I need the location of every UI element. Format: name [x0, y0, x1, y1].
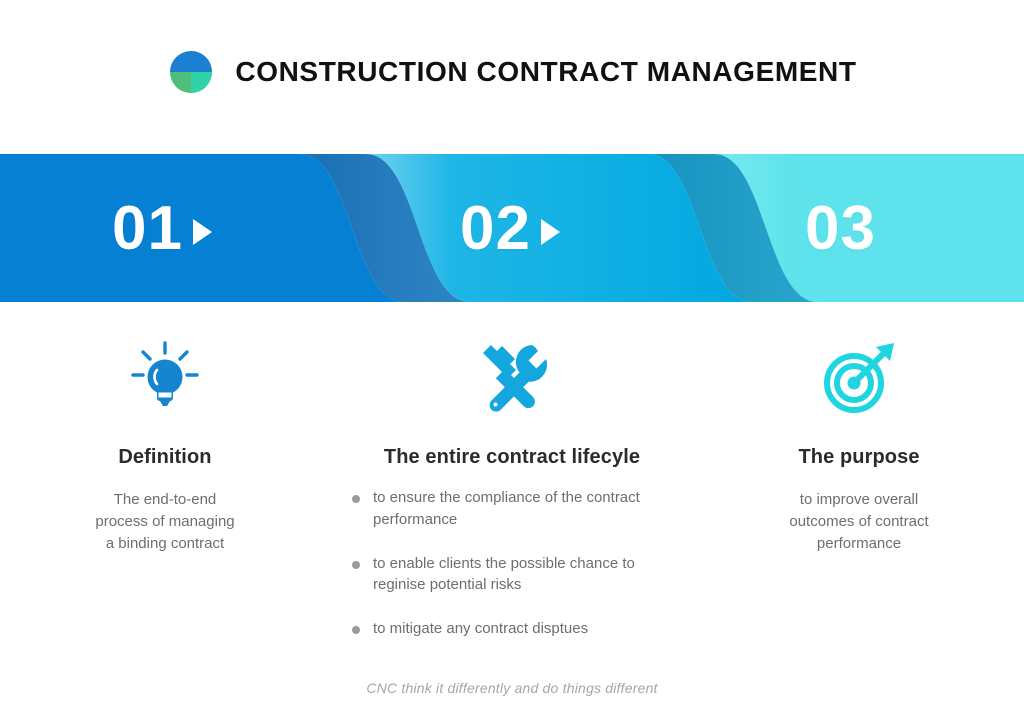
step-number-3-label: 03	[805, 193, 876, 263]
play-triangle-icon-1	[192, 219, 212, 245]
step-number-3: 03	[805, 154, 876, 302]
step-number-2: 02	[460, 154, 560, 302]
step-panel-3	[714, 154, 1024, 302]
column-lifecycle: The entire contract lifecyle to ensure t…	[330, 334, 694, 640]
page-title: CONSTRUCTION CONTRACT MANAGEMENT	[235, 56, 857, 87]
content-columns: Definition The end-to-end process of man…	[0, 334, 1024, 640]
target-arrow-icon-wrap	[818, 334, 900, 420]
target-arrow-icon	[824, 343, 894, 413]
wave-shadow-1	[300, 154, 470, 302]
column-purpose: The purpose to improve overall outcomes …	[694, 334, 1024, 554]
lightbulb-icon-wrap	[127, 334, 203, 420]
bullet-text: to enable clients the possible chance to…	[373, 554, 635, 594]
column-1-body: The end-to-end process of managing a bin…	[95, 491, 235, 552]
tri-segment-circle-logo-icon	[170, 51, 213, 93]
bullet-dot-icon	[352, 495, 360, 503]
step-number-1: 01	[112, 154, 212, 302]
list-item: to mitigate any contract disptues	[352, 618, 672, 640]
page-header: CONSTRUCTION CONTRACT MANAGEMENT	[0, 48, 1024, 96]
wave-shadow-2	[648, 154, 818, 302]
column-3-body: to improve overall outcomes of contract …	[789, 491, 929, 552]
column-3-heading: The purpose	[798, 446, 920, 468]
steps-banner: 01 02 03	[0, 154, 1024, 302]
bullet-text: to ensure the compliance of the contract…	[373, 489, 640, 528]
list-item: to enable clients the possible chance to…	[352, 553, 672, 597]
hammer-wrench-icon	[483, 345, 548, 412]
column-2-heading: The entire contract lifecyle	[383, 446, 641, 468]
hammer-wrench-icon-wrap	[471, 334, 553, 420]
list-item: to ensure the compliance of the contract…	[352, 487, 672, 531]
bullet-dot-icon	[352, 560, 360, 569]
step-number-2-label: 02	[460, 193, 531, 263]
column-1-heading: Definition	[118, 446, 212, 468]
column-2-bullet-list: to ensure the compliance of the contract…	[352, 487, 672, 640]
lightbulb-icon	[131, 341, 199, 406]
bullet-text: to mitigate any contract disptues	[373, 620, 589, 637]
bullet-dot-icon	[352, 626, 360, 634]
footer-tagline: CNC think it differently and do things d…	[366, 680, 658, 696]
play-triangle-icon-2	[540, 219, 560, 245]
column-definition: Definition The end-to-end process of man…	[0, 334, 330, 554]
step-number-1-label: 01	[112, 193, 183, 263]
